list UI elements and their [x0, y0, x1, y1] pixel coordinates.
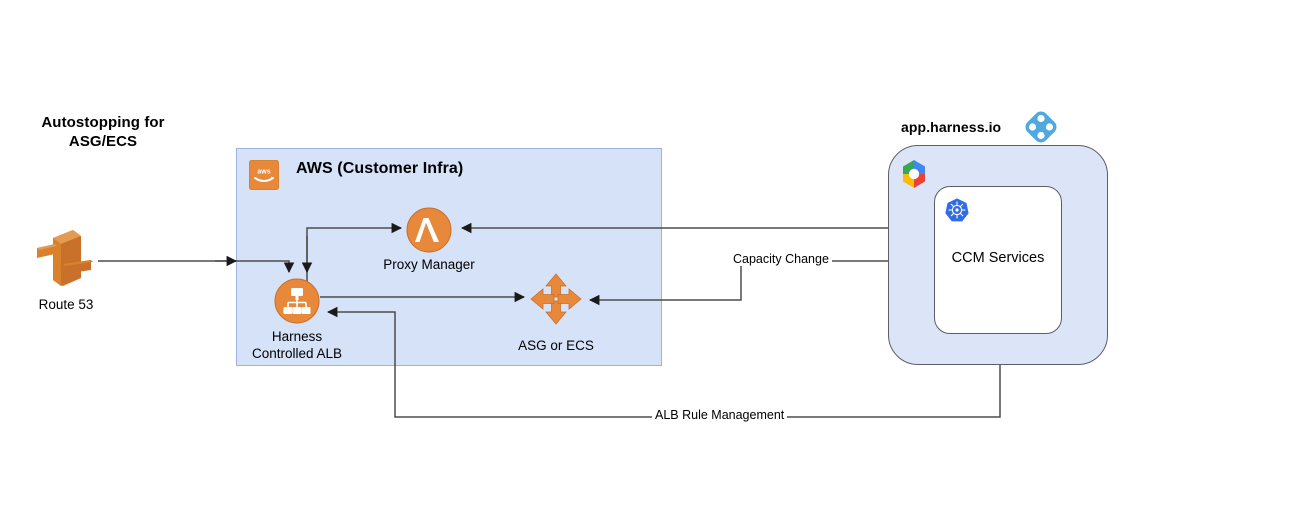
aws-lambda-icon [406, 207, 452, 253]
aws-container-label: AWS (Customer Infra) [296, 160, 464, 177]
aws-autoscaling-icon [530, 273, 582, 325]
kubernetes-icon [944, 197, 970, 223]
svg-text:aws: aws [257, 169, 270, 176]
diagram-title: Autostopping for ASG/ECS [18, 113, 188, 151]
node-label-harness-alb: Harness Controlled ALB [227, 328, 367, 362]
google-cloud-icon [898, 158, 930, 190]
edge-label-alb-rule-management: ALB Rule Management [652, 408, 788, 422]
diagram-title-line1: Autostopping for [41, 114, 165, 131]
node-label-harness-alb-line1: Harness [271, 329, 323, 344]
node-label-harness-alb-line2: Controlled ALB [251, 346, 343, 361]
node-label-route53: Route 53 [38, 297, 94, 312]
aws-load-balancer-icon [274, 278, 320, 324]
diagram-title-line2: ASG/ECS [68, 133, 138, 150]
aws-logo-icon: aws [249, 160, 279, 190]
harness-logo-icon [1024, 110, 1058, 144]
ccm-services-label: CCM Services [951, 250, 1045, 266]
node-label-proxy-manager: Proxy Manager [383, 257, 475, 272]
edge-label-capacity-change: Capacity Change [730, 252, 832, 266]
aws-route53-icon [35, 220, 97, 288]
node-label-asg-ecs: ASG or ECS [518, 338, 594, 353]
harness-container-label: app.harness.io [901, 119, 1002, 135]
